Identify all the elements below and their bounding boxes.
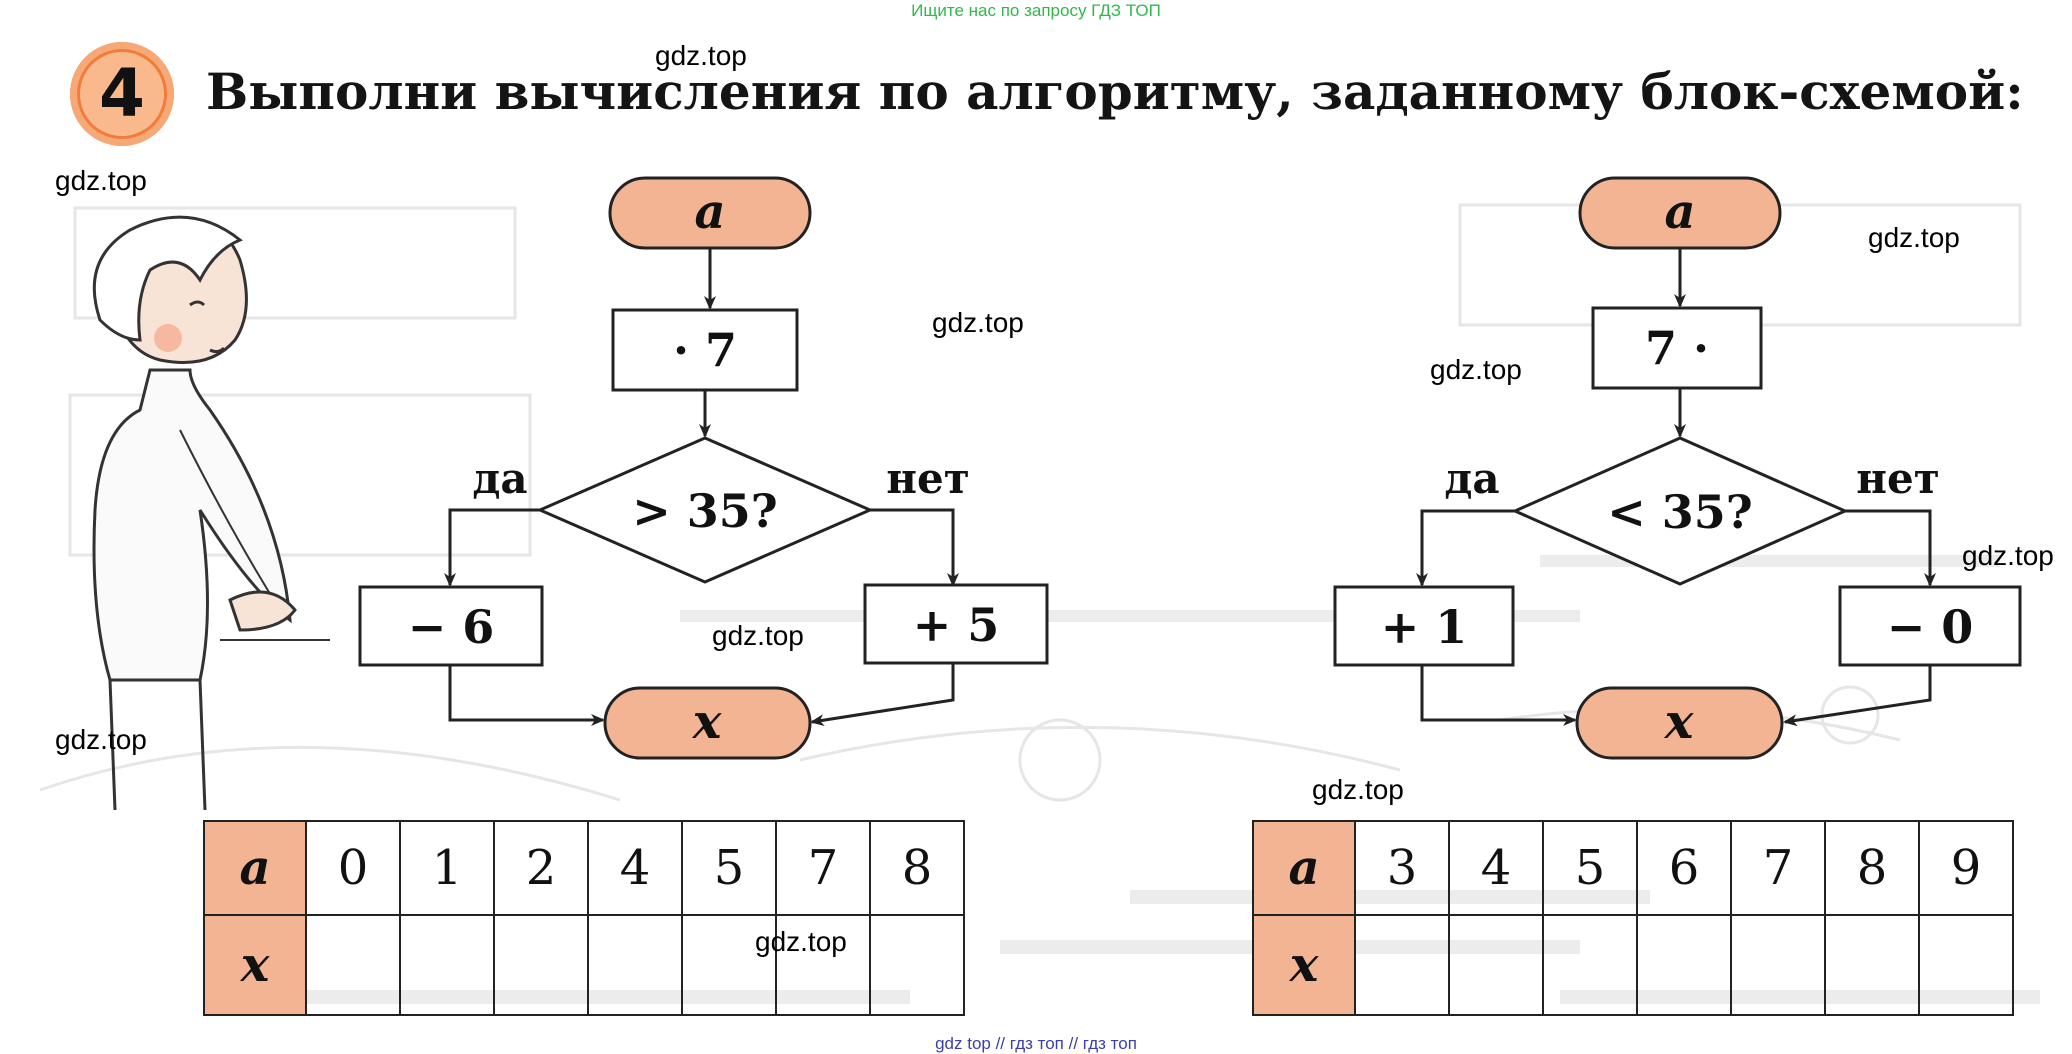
table-cell-x[interactable] <box>1918 914 2014 1016</box>
table-cell-x[interactable] <box>681 914 777 1016</box>
table-cell-a: 2 <box>493 820 589 916</box>
watermark: gdz.top <box>655 40 747 71</box>
right-end-terminal <box>1575 686 1784 760</box>
right-flowchart <box>1333 176 2022 760</box>
table-cell-x[interactable] <box>1636 914 1732 1016</box>
watermark: gdz.top <box>755 926 847 957</box>
task-number-badge: 4 <box>70 42 174 146</box>
left-condition-diamond <box>536 436 874 584</box>
watermark: gdz.top <box>1868 222 1960 253</box>
left-yes-action-label: − 6 <box>408 600 495 654</box>
table-cell-x[interactable] <box>493 914 589 1016</box>
watermark: gdz.top <box>1430 354 1522 385</box>
left-no-action-box <box>863 583 1049 665</box>
watermark: gdz.top <box>55 724 147 755</box>
table-cell-x[interactable] <box>775 914 871 1016</box>
boy-illustration <box>92 215 330 811</box>
table-cell-x[interactable] <box>1448 914 1544 1016</box>
table-cell-a: 7 <box>775 820 871 916</box>
right-no-action-label: − 0 <box>1887 600 1974 654</box>
right-start-label: a <box>1664 184 1695 240</box>
right-yes-action-box <box>1333 585 1515 667</box>
right-values-table: a 3 4 5 6 7 8 9 x <box>1252 820 2014 1016</box>
table-cell-x[interactable] <box>587 914 683 1016</box>
top-banner: Ищите нас по запросу ГДЗ ТОП <box>911 1 1161 20</box>
left-end-terminal <box>603 686 812 760</box>
table-cell-a: 6 <box>1636 820 1732 916</box>
table-row-label-x: x <box>1252 914 1356 1016</box>
watermark: gdz.top <box>1962 540 2054 571</box>
task-number: 4 <box>80 52 164 136</box>
left-flowchart <box>358 176 1049 760</box>
table-cell-x[interactable] <box>305 914 401 1016</box>
table-cell-a: 7 <box>1730 820 1826 916</box>
watermark: gdz.top <box>1312 774 1404 805</box>
bottom-banner: gdz top // гдз топ // гдз топ <box>935 1034 1137 1053</box>
right-end-label: x <box>1664 694 1695 750</box>
table-cell-a: 9 <box>1918 820 2014 916</box>
watermark: gdz.top <box>55 165 147 196</box>
task-title: Выполни вычисления по алгоритму, заданно… <box>206 62 2024 121</box>
right-no-label: нет <box>1856 454 1940 503</box>
table-cell-a: 0 <box>305 820 401 916</box>
left-yes-label: да <box>472 454 527 503</box>
table-cell-a: 8 <box>1824 820 1920 916</box>
table-cell-a: 8 <box>869 820 965 916</box>
watermark: gdz.top <box>932 307 1024 338</box>
table-row-label-a: a <box>1252 820 1356 916</box>
table-cell-a: 1 <box>399 820 495 916</box>
table-cell-a: 4 <box>587 820 683 916</box>
right-condition-label: < 35? <box>1607 485 1753 539</box>
right-operation-label: 7 · <box>1645 321 1709 375</box>
left-no-action-label: + 5 <box>913 598 1000 652</box>
right-yes-label: да <box>1444 454 1499 503</box>
table-cell-a: 5 <box>681 820 777 916</box>
table-cell-x[interactable] <box>399 914 495 1016</box>
table-cell-x[interactable] <box>1824 914 1920 1016</box>
left-operation-label: · 7 <box>673 323 737 377</box>
left-yes-action-box <box>358 585 544 667</box>
watermark: gdz.top <box>712 620 804 651</box>
table-cell-a: 5 <box>1542 820 1638 916</box>
right-operation-box <box>1591 306 1763 390</box>
table-cell-a: 3 <box>1354 820 1450 916</box>
table-cell-x[interactable] <box>1542 914 1638 1016</box>
table-cell-x[interactable] <box>1354 914 1450 1016</box>
table-row-label-a: a <box>203 820 307 916</box>
table-cell-x[interactable] <box>869 914 965 1016</box>
right-condition-diamond <box>1511 436 1849 586</box>
left-condition-label: > 35? <box>632 484 778 538</box>
left-operation-box <box>611 308 799 392</box>
left-no-label: нет <box>886 454 970 503</box>
left-start-label: a <box>694 184 725 240</box>
left-values-table: a 0 1 2 4 5 7 8 x <box>203 820 965 1016</box>
right-yes-action-label: + 1 <box>1381 600 1468 654</box>
table-cell-x[interactable] <box>1730 914 1826 1016</box>
table-cell-a: 4 <box>1448 820 1544 916</box>
left-end-label: x <box>692 694 723 750</box>
table-row-label-x: x <box>203 914 307 1016</box>
